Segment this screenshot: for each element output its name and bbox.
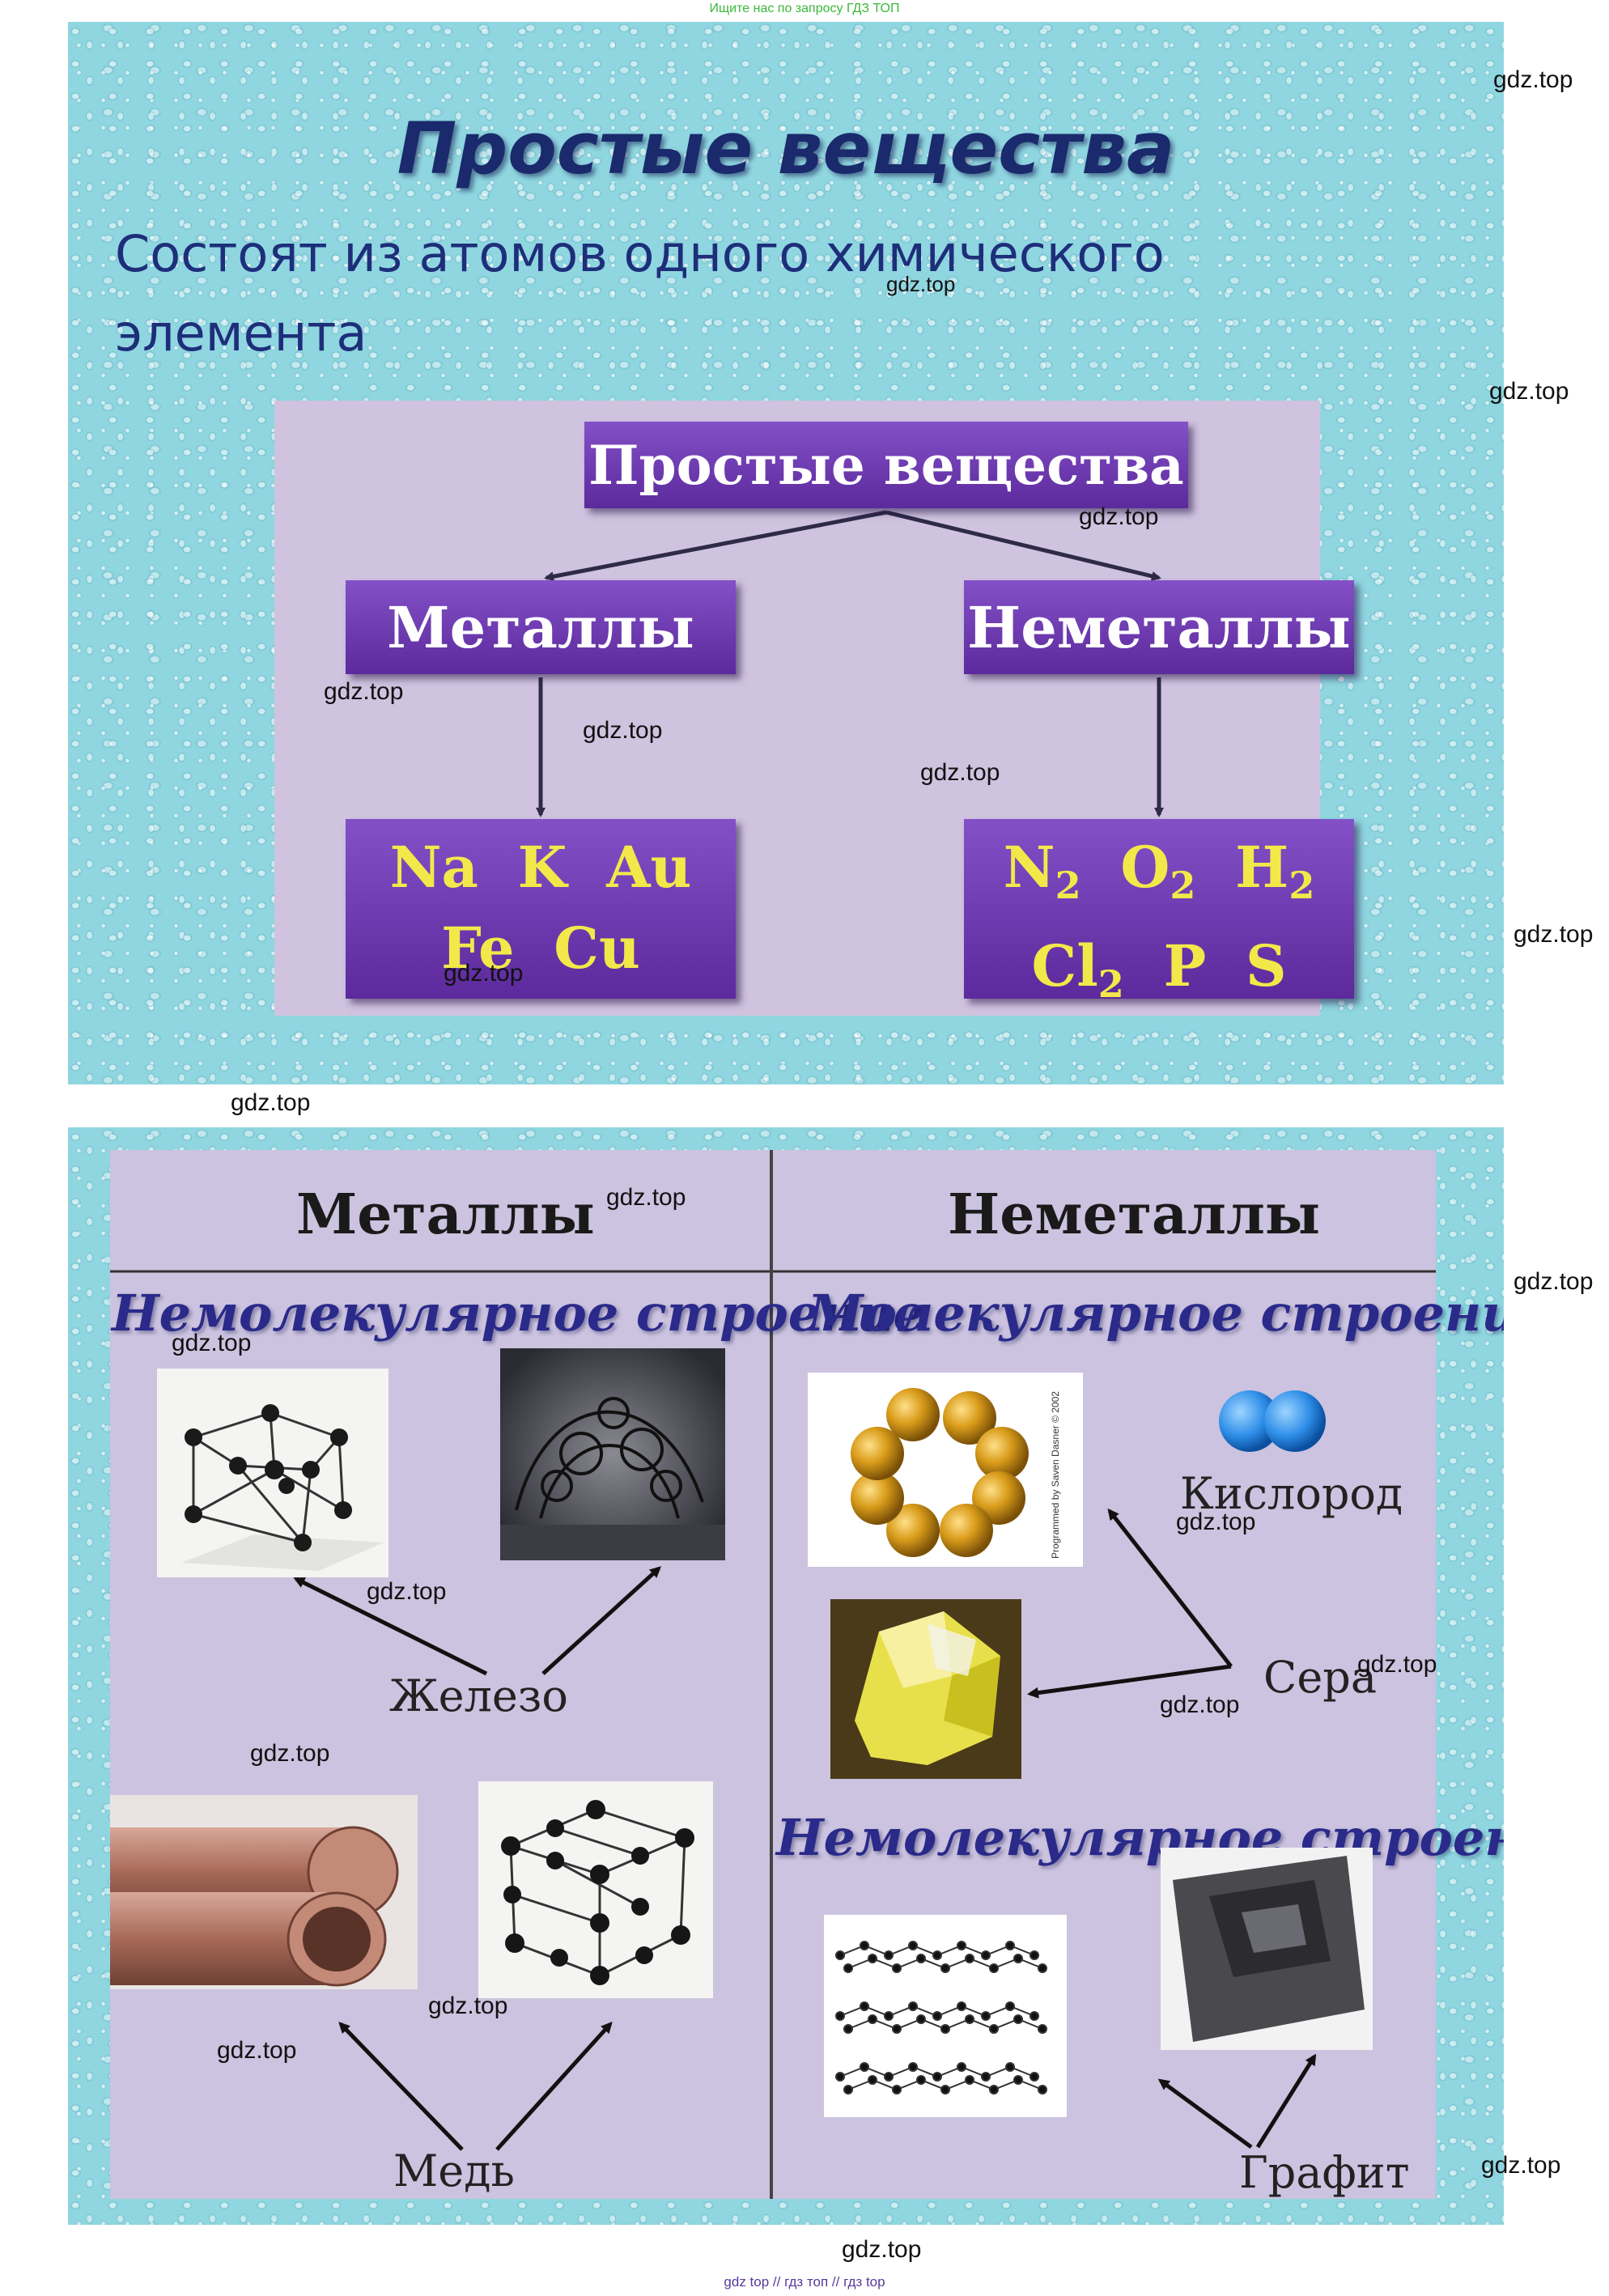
watermark: gdz.top [1489, 378, 1569, 405]
copper-pipes-photo [110, 1795, 418, 1989]
slide-simple-substances: Простые вещества Состоят из атомов одног… [68, 22, 1504, 1084]
structure-table: Металлы Неметаллы Немолекулярное строени… [110, 1150, 1504, 2199]
sulfur-ring-model-image: Programmed by Saven Dasner © 2002 [808, 1373, 1083, 1567]
arrow-iron-right [541, 1566, 661, 1675]
sulfur-model-caption: Programmed by Saven Dasner © 2002 [1050, 1391, 1061, 1559]
arrow-sulfur-left [1027, 1664, 1232, 1699]
arrow-graphite-left [1157, 2078, 1253, 2150]
watermark: gdz.top [172, 1330, 252, 1356]
arrow-copper-left [338, 2022, 464, 2151]
nonmetals-header: Неметаллы [948, 1182, 1321, 1247]
arrow-root-to-metals [544, 510, 887, 582]
nonmetal-examples-box: N2 O2 H2 Cl2 P S [964, 819, 1354, 1006]
copper-lattice-image [478, 1781, 713, 1998]
watermark: gdz.top [444, 960, 524, 987]
metals-structure-heading: Немолекулярное строение [112, 1284, 926, 1343]
watermark: gdz.top [428, 1993, 508, 2019]
iron-label: Железо [389, 1670, 568, 1721]
wrought-iron-photo [500, 1348, 725, 1560]
slide-subtitle: Состоят из атомов одного химического эле… [115, 224, 1165, 363]
watermark: gdz.top [367, 1578, 447, 1605]
oxygen-label: Кислород [1180, 1468, 1403, 1519]
arrow-sulfur-up [1107, 1508, 1233, 1668]
root-box: Простые вещества [584, 422, 1188, 508]
nonmetals-molecular-heading: Молекулярное строение [808, 1284, 1504, 1343]
footer-links: gdz top // гдз топ // гдз top [724, 2274, 885, 2290]
watermark: gdz.top [1481, 2152, 1561, 2179]
iron-lattice-image [157, 1369, 388, 1577]
sulfur-crystal-photo [830, 1599, 1021, 1779]
metals-header: Металлы [296, 1182, 595, 1247]
arrow-copper-right [495, 2022, 613, 2151]
sulfur-label: Сера [1263, 1652, 1378, 1703]
watermark: gdz.top [217, 2037, 297, 2064]
metals-box: Металлы [346, 580, 736, 674]
slide-title: Простые вещества [397, 107, 1175, 190]
formula-p: P [1163, 932, 1207, 999]
nonmetals-box: Неметаллы [964, 580, 1354, 674]
watermark: gdz.top [583, 717, 663, 744]
nonmetal-examples-line1: N2 O2 H2 [964, 827, 1354, 926]
graphite-photo [1161, 1848, 1373, 2050]
watermark: gdz.top [886, 272, 956, 296]
arrow-root-to-nonmetals [885, 510, 1161, 581]
formula-o2: O2 [1120, 834, 1196, 907]
graphite-label: Графит [1239, 2147, 1410, 2198]
nonmetals-nonmolecular-heading: Немолекулярное строение [776, 1808, 1504, 1867]
watermark: gdz.top [1513, 1268, 1594, 1295]
formula-h2: H2 [1235, 834, 1315, 907]
arrow-iron-left [293, 1577, 488, 1676]
watermark: gdz.top [920, 759, 1000, 786]
watermark: gdz.top [606, 1184, 686, 1211]
metal-examples-line1: Na K Au [389, 834, 692, 901]
graphite-lattice-image [824, 1915, 1067, 2117]
watermark: gdz.top [324, 678, 404, 705]
oxygen-molecule-image [1219, 1390, 1326, 1452]
table-lines-and-arrows [110, 1150, 1436, 2199]
watermark: gdz.top [1357, 1651, 1437, 1678]
arrow-graphite-right [1255, 2053, 1317, 2149]
diagram-arrows [536, 510, 1164, 817]
copper-label: Медь [393, 2145, 515, 2196]
classification-diagram: Простые вещества Металлы Неметаллы Na K … [274, 401, 1354, 1016]
slide-metals-nonmetals-structure: Металлы Неметаллы Немолекулярное строени… [68, 1127, 1504, 2225]
formula-n2: N2 [1003, 834, 1081, 907]
top-search-note: Ищите нас по запросу ГДЗ ТОП [709, 2, 900, 15]
formula-cl2: Cl2 [1031, 932, 1124, 1006]
watermark: gdz.top [842, 2236, 922, 2263]
metal-examples-box: Na K Au Fe Cu [346, 819, 736, 999]
watermark: gdz.top [1160, 1691, 1240, 1718]
watermark: gdz.top [1493, 66, 1573, 93]
nonmetal-examples-line2: Cl2 P S [964, 926, 1354, 1025]
formula-s: S [1245, 932, 1287, 999]
watermark: gdz.top [1079, 503, 1159, 530]
watermark: gdz.top [231, 1089, 311, 1116]
watermark: gdz.top [1176, 1509, 1256, 1535]
metal-examples-line2: Fe Cu [441, 915, 640, 982]
watermark: gdz.top [250, 1740, 330, 1767]
watermark: gdz.top [1513, 921, 1594, 948]
